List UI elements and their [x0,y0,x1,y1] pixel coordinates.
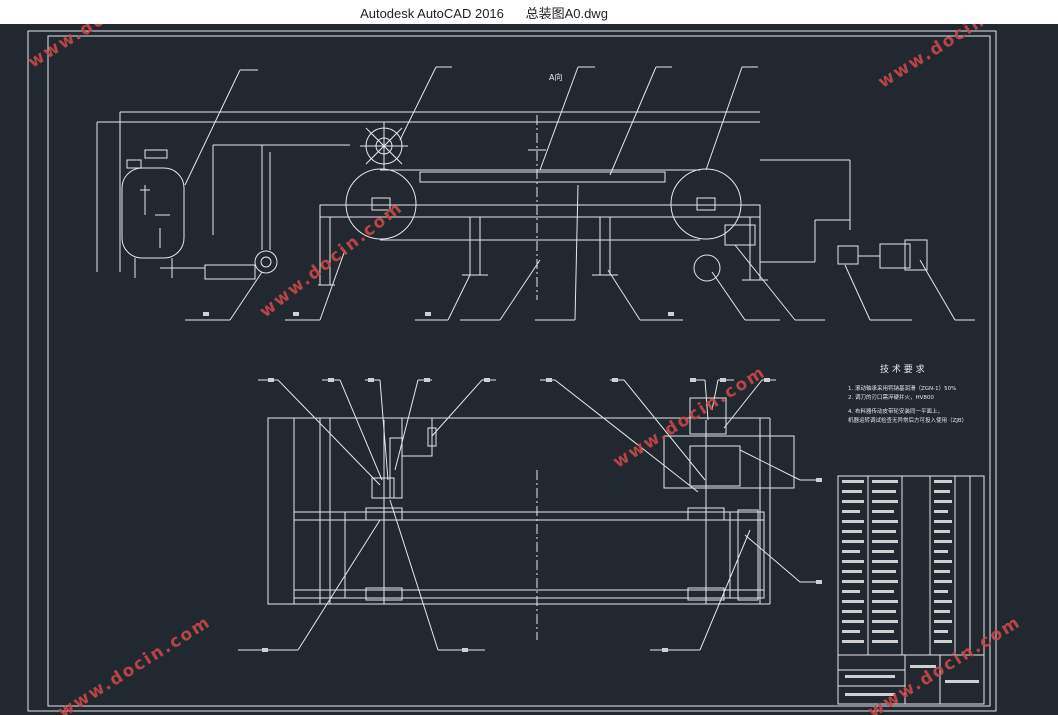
tech-line-1: 1. 滚动轴承采用钙钠基润滑（ZGN-1）50% [848,384,956,392]
plan-view [238,379,822,651]
title-block [837,475,985,705]
tech-line-3: 4. 布料器传动皮带轮安装同一平面上， [848,407,943,415]
dwg-drawing: A向 技 术 要 求 1. 滚动轴承采用钙钠基润滑（ZGN-1）50% 2. 调… [27,30,997,712]
file-name: 总装图A0.dwg [525,5,608,21]
tech-requirements-title: 技 术 要 求 [880,363,925,375]
window-title: Autodesk AutoCAD 2016 总装图A0.dwg [360,3,608,22]
sheet-outer-border [27,30,997,712]
sheet-inner-border [47,35,991,707]
window-titlebar: Autodesk AutoCAD 2016 总装图A0.dwg [0,0,1058,24]
tech-line-4: 机器运转调试检查无异常后方可投入使用（ZJB） [848,416,967,424]
bom-rows [203,312,979,696]
front-elevation [96,66,975,321]
drawing-canvas[interactable]: A向 技 术 要 求 1. 滚动轴承采用钙钠基润滑（ZGN-1）50% 2. 调… [0,24,1058,715]
view-label: A向 [549,72,562,82]
tech-line-2: 2. 调刀的刃口需淬硬并火，HV800 [848,393,934,401]
app-title: Autodesk AutoCAD 2016 [360,5,504,21]
